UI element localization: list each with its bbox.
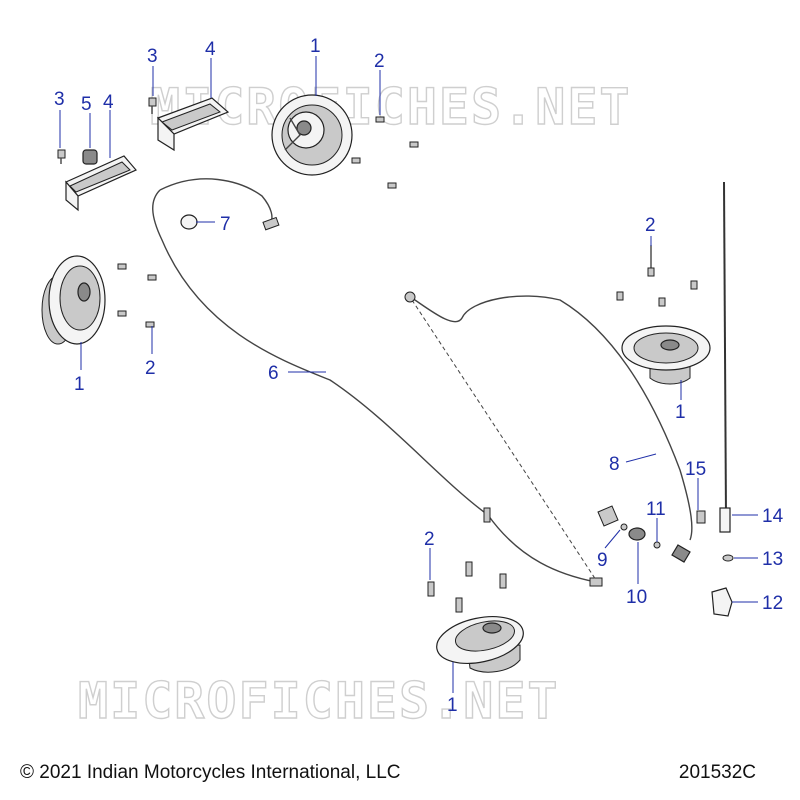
callout-13: 13 [762,549,783,570]
callout-12: 12 [762,593,783,614]
screw-3-top [148,97,157,114]
callout-labels: 1 2 3 4 3 5 4 7 1 2 6 2 1 8 15 14 11 9 1… [54,36,784,716]
wire-harness [152,178,603,587]
screws-left [117,263,157,328]
callout-10: 10 [626,587,647,608]
tweeter-housing-left [65,155,137,212]
callout-8: 8 [609,454,620,475]
callout-4-left: 4 [103,92,114,113]
callout-2-top: 2 [374,51,385,72]
callout-15: 15 [685,459,706,480]
nut [722,554,734,562]
tweeter-left [82,149,98,165]
screw-3-left [57,149,66,164]
antenna-cable [404,291,693,581]
speaker-left [41,255,106,345]
callout-14: 14 [762,506,784,527]
callout-7: 7 [220,214,231,235]
antenna-mast [719,181,731,533]
diagram-number: 201532C [678,762,756,783]
screws-bottom [427,561,507,613]
small-nut [653,541,661,549]
leader-lines [59,56,758,693]
clip [180,214,198,230]
watermark-bottom: MICROFICHES.NET [78,672,560,730]
antenna-base-cap [711,587,733,617]
callout-9: 9 [597,550,608,571]
callout-2-right: 2 [645,215,656,236]
callout-11: 11 [646,499,666,520]
callout-2-left: 2 [145,358,156,379]
tweeter-housing-top [156,97,230,152]
grommet [597,505,628,531]
callout-1-left: 1 [74,374,85,395]
washer [628,527,646,541]
speaker-top [271,94,353,176]
antenna-mount [696,510,706,524]
screws-right [616,245,698,307]
watermark-top: MICROFICHES.NET [150,78,632,136]
callout-1-bottom: 1 [447,695,458,716]
speaker-bottom [436,616,524,673]
screws-top [351,116,419,189]
callout-3-left: 3 [54,89,65,110]
callout-1-top: 1 [310,36,321,57]
speaker-right [621,325,711,385]
callout-2-bottom: 2 [424,529,435,550]
callout-4-top: 4 [205,39,216,60]
callout-3-top: 3 [147,46,158,67]
callout-6: 6 [268,363,279,384]
callout-1-right: 1 [675,402,686,423]
callout-5: 5 [81,94,92,115]
copyright-text: © 2021 Indian Motorcycles International,… [20,762,401,783]
